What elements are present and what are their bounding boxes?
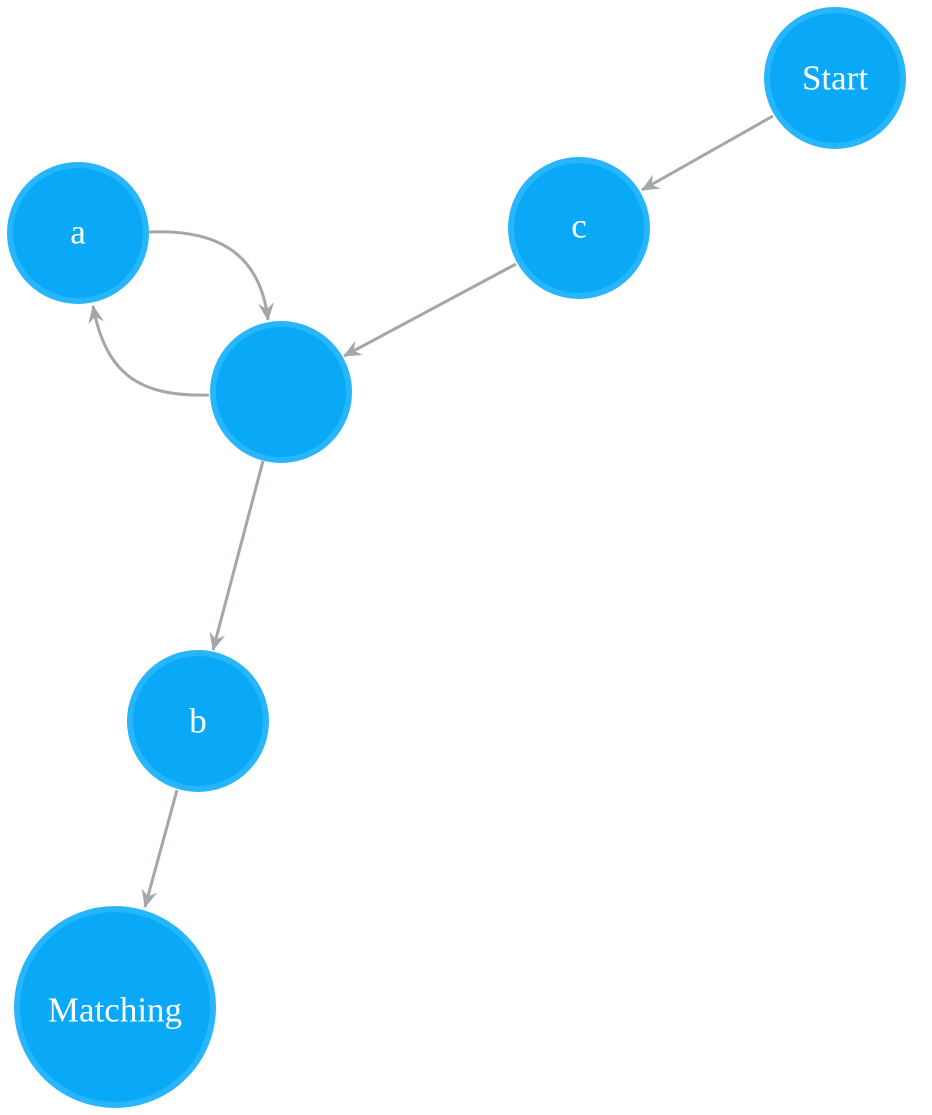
- edge-b-to-matching: [141, 789, 179, 908]
- edge-start-to-c: [641, 114, 774, 192]
- node-label: b: [189, 702, 207, 741]
- node-c[interactable]: c: [508, 157, 650, 299]
- edge-a-to-hub: [148, 230, 275, 321]
- node-b[interactable]: b: [127, 650, 269, 792]
- edges: [88, 114, 774, 908]
- node-label: a: [70, 213, 86, 252]
- edge-hub-to-b: [209, 460, 265, 651]
- node-label: Matching: [48, 991, 182, 1030]
- edge-c-to-hub: [343, 262, 517, 358]
- node-start[interactable]: Start: [764, 7, 906, 149]
- node-label: Start: [802, 59, 868, 98]
- node-matching[interactable]: Matching: [14, 906, 216, 1108]
- node-a[interactable]: a: [7, 162, 149, 304]
- node-label: c: [571, 207, 587, 246]
- node-hub[interactable]: [210, 321, 352, 463]
- edge-hub-to-a: [88, 305, 210, 397]
